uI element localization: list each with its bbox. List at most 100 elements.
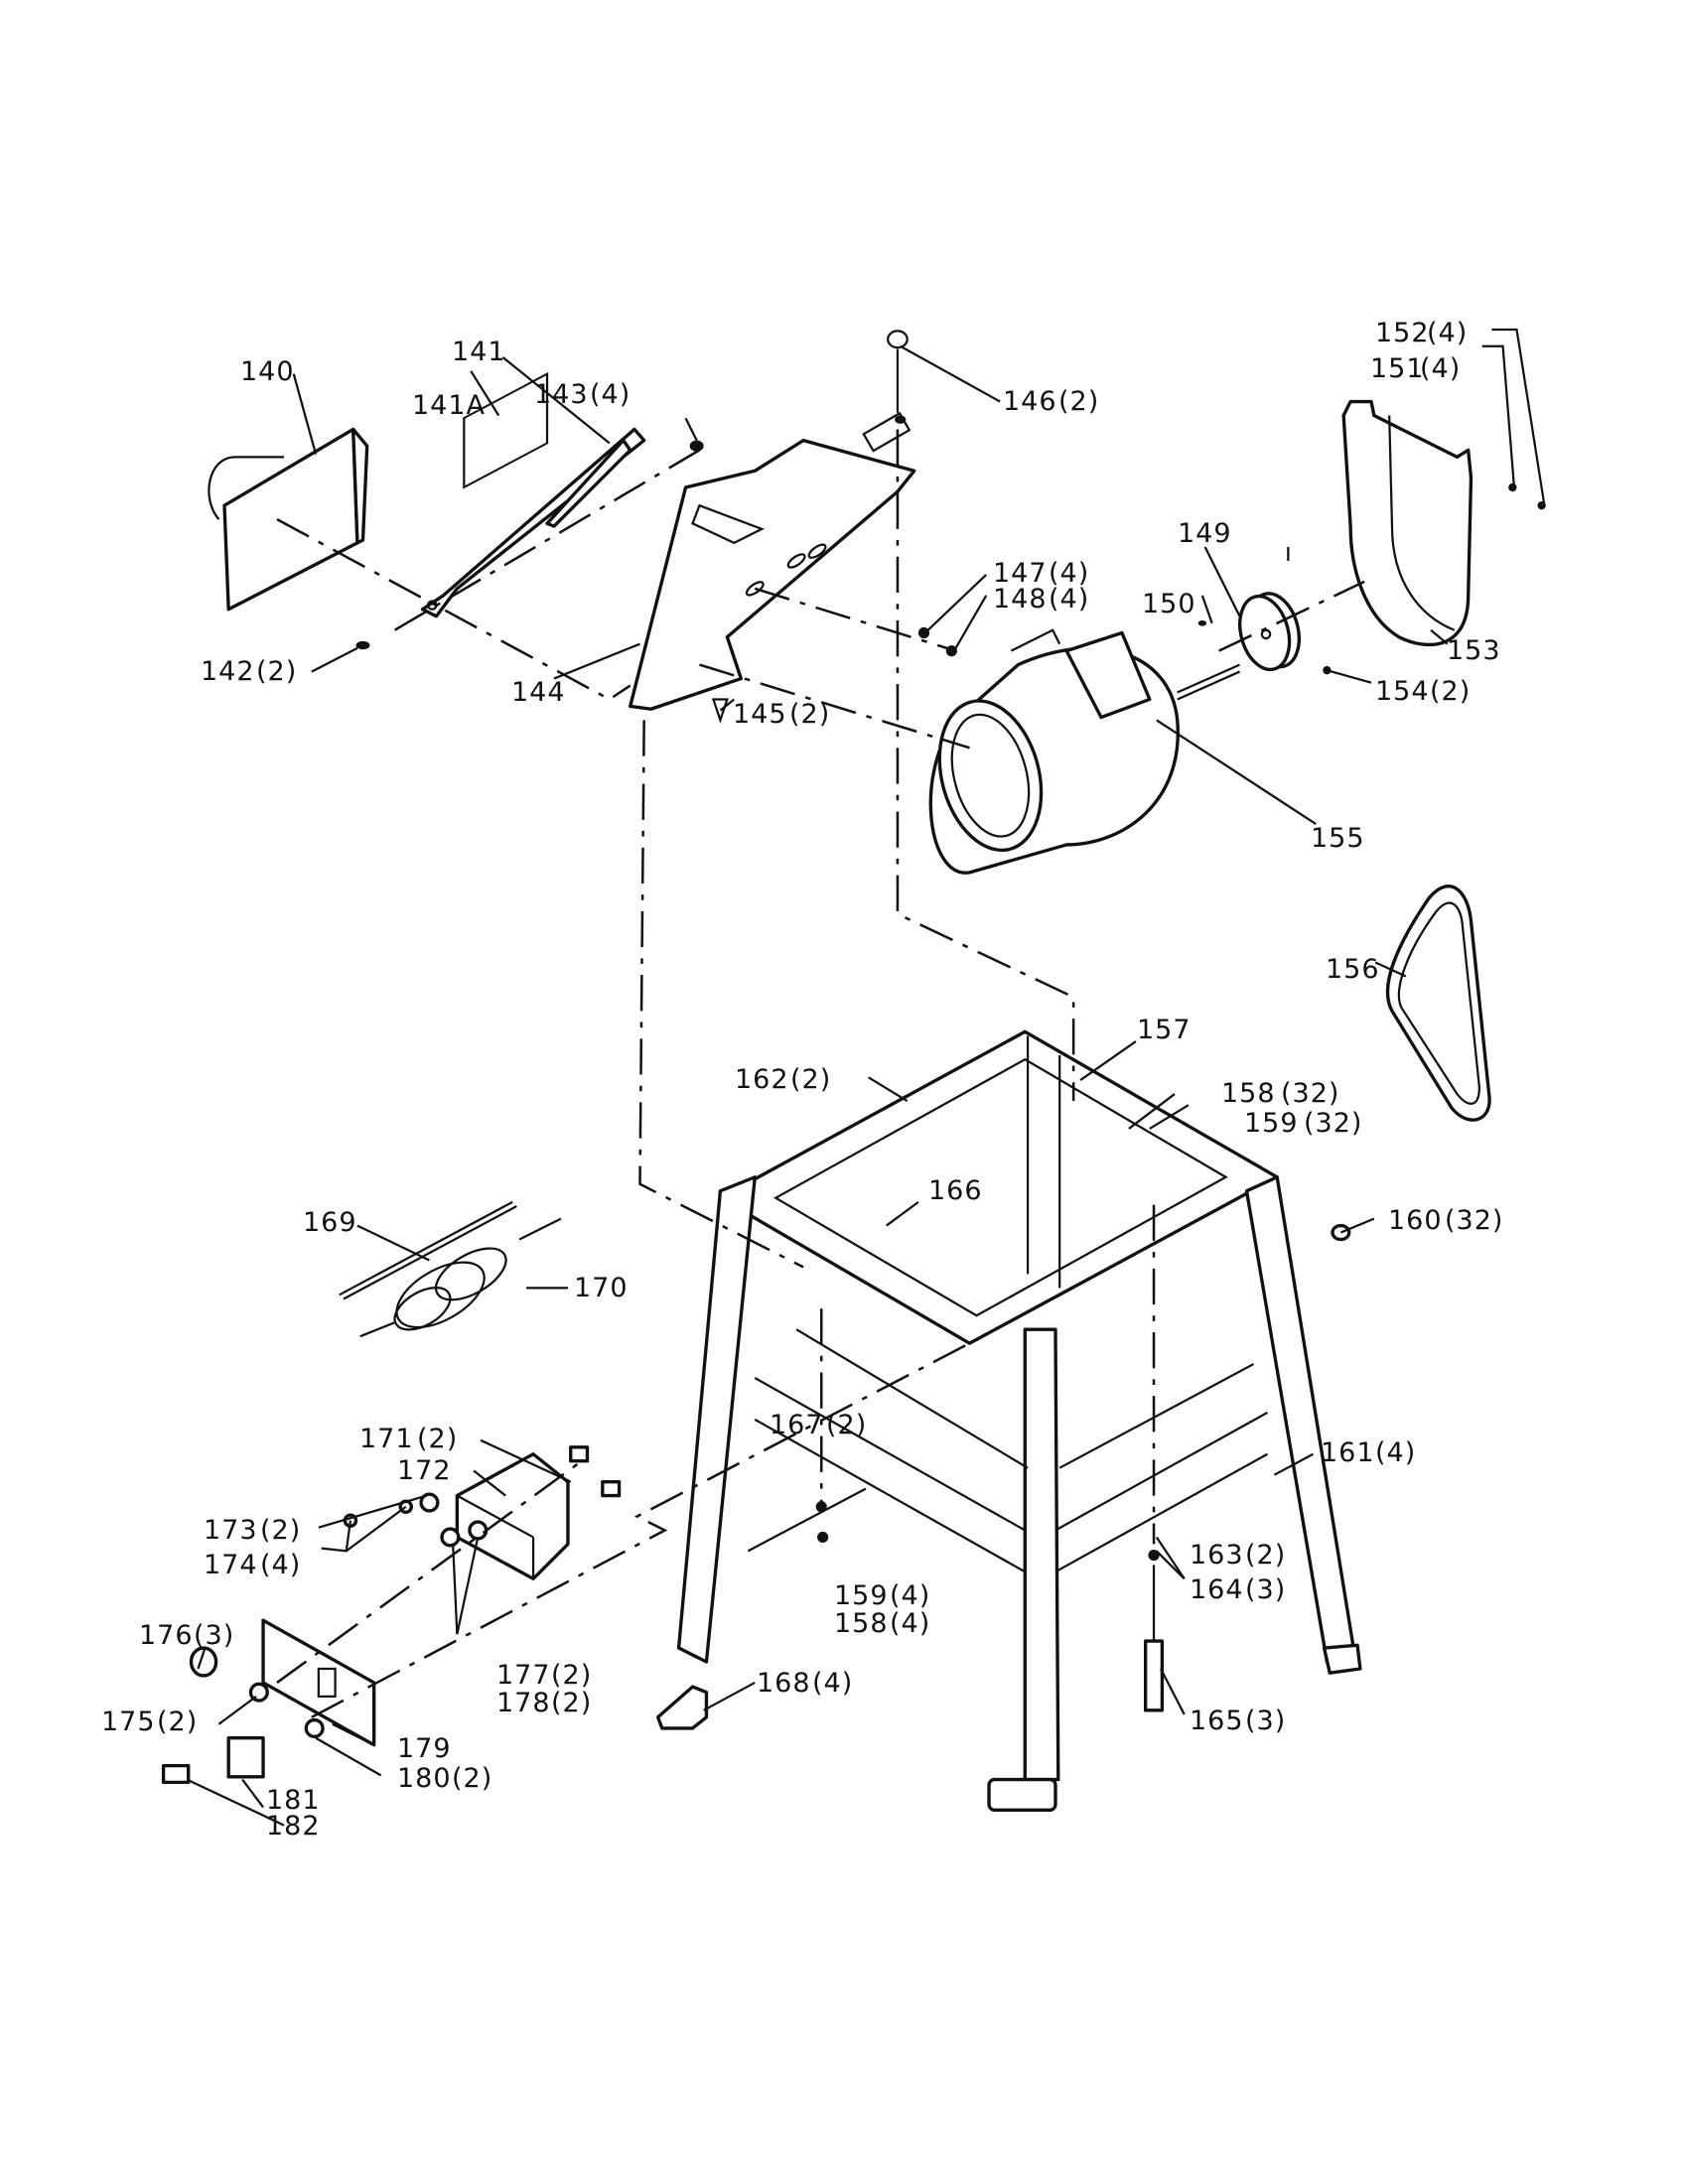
- assembly-centerlines: [276, 429, 1365, 1718]
- svg-text:176: 176: [139, 1620, 194, 1651]
- svg-text:171: 171: [359, 1424, 414, 1454]
- callout-179: 179: [397, 1733, 452, 1764]
- callout-labels: 140 141 141A 142(2) 143(4) 144 145(2) 14…: [101, 318, 1503, 1842]
- part-141-support-arm: [420, 427, 646, 618]
- svg-text:152: 152: [1375, 318, 1430, 348]
- svg-text:159: 159: [1244, 1108, 1299, 1139]
- callout-177: 177(2): [496, 1660, 591, 1691]
- part-156-v-belt: [1385, 885, 1491, 1122]
- svg-text:(4): (4): [890, 1580, 930, 1611]
- part-161-legs: [676, 1175, 1362, 1812]
- svg-text:141: 141: [452, 337, 506, 367]
- callout-156: 156: [1326, 954, 1380, 985]
- callout-170: 170: [574, 1273, 629, 1303]
- callout-154: 154(2): [1375, 676, 1471, 707]
- svg-text:172: 172: [397, 1455, 452, 1486]
- callout-182: 182: [266, 1811, 320, 1842]
- svg-text:(2): (2): [260, 1515, 301, 1546]
- part-165-leveling-foot: [1143, 1550, 1165, 1712]
- svg-text:(32): (32): [1445, 1205, 1503, 1236]
- svg-text:142: 142: [201, 656, 255, 687]
- callout-159-top: 159(32): [1244, 1108, 1362, 1139]
- part-181-switch: [226, 1736, 265, 1779]
- part-142-screw: [355, 640, 370, 650]
- svg-text:173: 173: [204, 1515, 258, 1546]
- svg-text:160: 160: [1388, 1205, 1443, 1236]
- svg-text:167: 167: [770, 1410, 824, 1440]
- svg-text:(4): (4): [1049, 584, 1089, 614]
- svg-text:147: 147: [993, 558, 1048, 589]
- svg-text:174: 174: [204, 1550, 258, 1580]
- part-176-screw: [189, 1646, 218, 1678]
- callout-158-lower: 158(4): [834, 1608, 929, 1639]
- callout-180: 180(2): [397, 1763, 491, 1794]
- part-160-carriage-bolt: [1331, 1223, 1351, 1242]
- callout-151: 151(4): [1370, 353, 1460, 384]
- svg-text:163: 163: [1190, 1540, 1244, 1570]
- part-171-strain-relief: [569, 1445, 590, 1463]
- part-147-washer: [917, 626, 930, 639]
- part-145-bolt: [711, 698, 729, 724]
- callout-159-lower: 159(4): [834, 1580, 930, 1611]
- svg-text:(32): (32): [1281, 1078, 1339, 1109]
- callout-172: 172: [397, 1455, 452, 1486]
- callout-142: 142(2): [201, 656, 296, 687]
- drawing-layer: [161, 328, 1546, 1827]
- callout-168: 168(4): [757, 1668, 852, 1699]
- svg-text:153: 153: [1447, 635, 1501, 666]
- callout-165: 165(3): [1190, 1706, 1286, 1736]
- callout-176: 176(3): [139, 1620, 233, 1651]
- part-182-key: [161, 1763, 191, 1785]
- part-155-motor: [928, 628, 1240, 875]
- svg-text:148: 148: [993, 584, 1048, 614]
- callout-153: 153: [1447, 635, 1501, 666]
- callout-161: 161(4): [1321, 1437, 1415, 1468]
- part-158-nut-lower: [817, 1531, 829, 1544]
- part-177-nut: [468, 1520, 489, 1541]
- svg-text:(2): (2): [1245, 1540, 1286, 1570]
- callout-169: 169: [303, 1207, 356, 1238]
- svg-text:175: 175: [101, 1706, 156, 1737]
- part-144-motor-mount: [629, 411, 916, 711]
- part-150-key: [1197, 619, 1207, 626]
- svg-text:(4): (4): [1427, 318, 1468, 348]
- svg-text:(3): (3): [1245, 1706, 1286, 1736]
- svg-text:164: 164: [1190, 1574, 1244, 1605]
- callout-157: 157: [1137, 1015, 1191, 1045]
- svg-text:168: 168: [757, 1668, 811, 1699]
- callout-181: 181: [266, 1785, 321, 1816]
- svg-text:181: 181: [266, 1785, 321, 1816]
- svg-text:(2): (2): [417, 1424, 458, 1454]
- callout-167: 167(2): [770, 1410, 867, 1440]
- part-149-pulley: [1238, 547, 1301, 672]
- callout-175: 175(2): [101, 1706, 198, 1737]
- svg-text:165: 165: [1190, 1706, 1244, 1736]
- callout-141a: 141A: [412, 390, 485, 421]
- svg-text:(2): (2): [1430, 676, 1471, 707]
- part-143-screw: [689, 440, 704, 452]
- part-141a-label-plate: [463, 371, 549, 489]
- callout-146: 146(2): [1003, 386, 1099, 417]
- part-180-screw: [304, 1717, 325, 1739]
- svg-text:161: 161: [1321, 1437, 1375, 1468]
- svg-text:(32): (32): [1304, 1108, 1362, 1139]
- part-168-foot-pad: [655, 1685, 709, 1730]
- svg-text:(4): (4): [1049, 558, 1089, 589]
- part-146-bolt: [887, 330, 909, 424]
- part-154-setscrew: [1323, 665, 1332, 675]
- part-173-nut: [419, 1492, 440, 1513]
- svg-text:(2): (2): [826, 1410, 867, 1440]
- svg-text:(2): (2): [157, 1706, 198, 1737]
- svg-text:(2): (2): [1058, 386, 1099, 417]
- svg-text:(2): (2): [551, 1688, 592, 1718]
- part-178-washer: [440, 1527, 461, 1548]
- svg-text:179: 179: [397, 1733, 452, 1764]
- callout-145: 145(2): [733, 699, 829, 730]
- part-171-strain-relief-2: [601, 1479, 622, 1498]
- svg-text:166: 166: [928, 1175, 983, 1206]
- svg-text:170: 170: [574, 1273, 629, 1303]
- svg-text:144: 144: [511, 677, 566, 708]
- leader-lines: [186, 328, 1546, 1827]
- svg-text:156: 156: [1326, 954, 1380, 985]
- callout-160: 160(32): [1388, 1205, 1503, 1236]
